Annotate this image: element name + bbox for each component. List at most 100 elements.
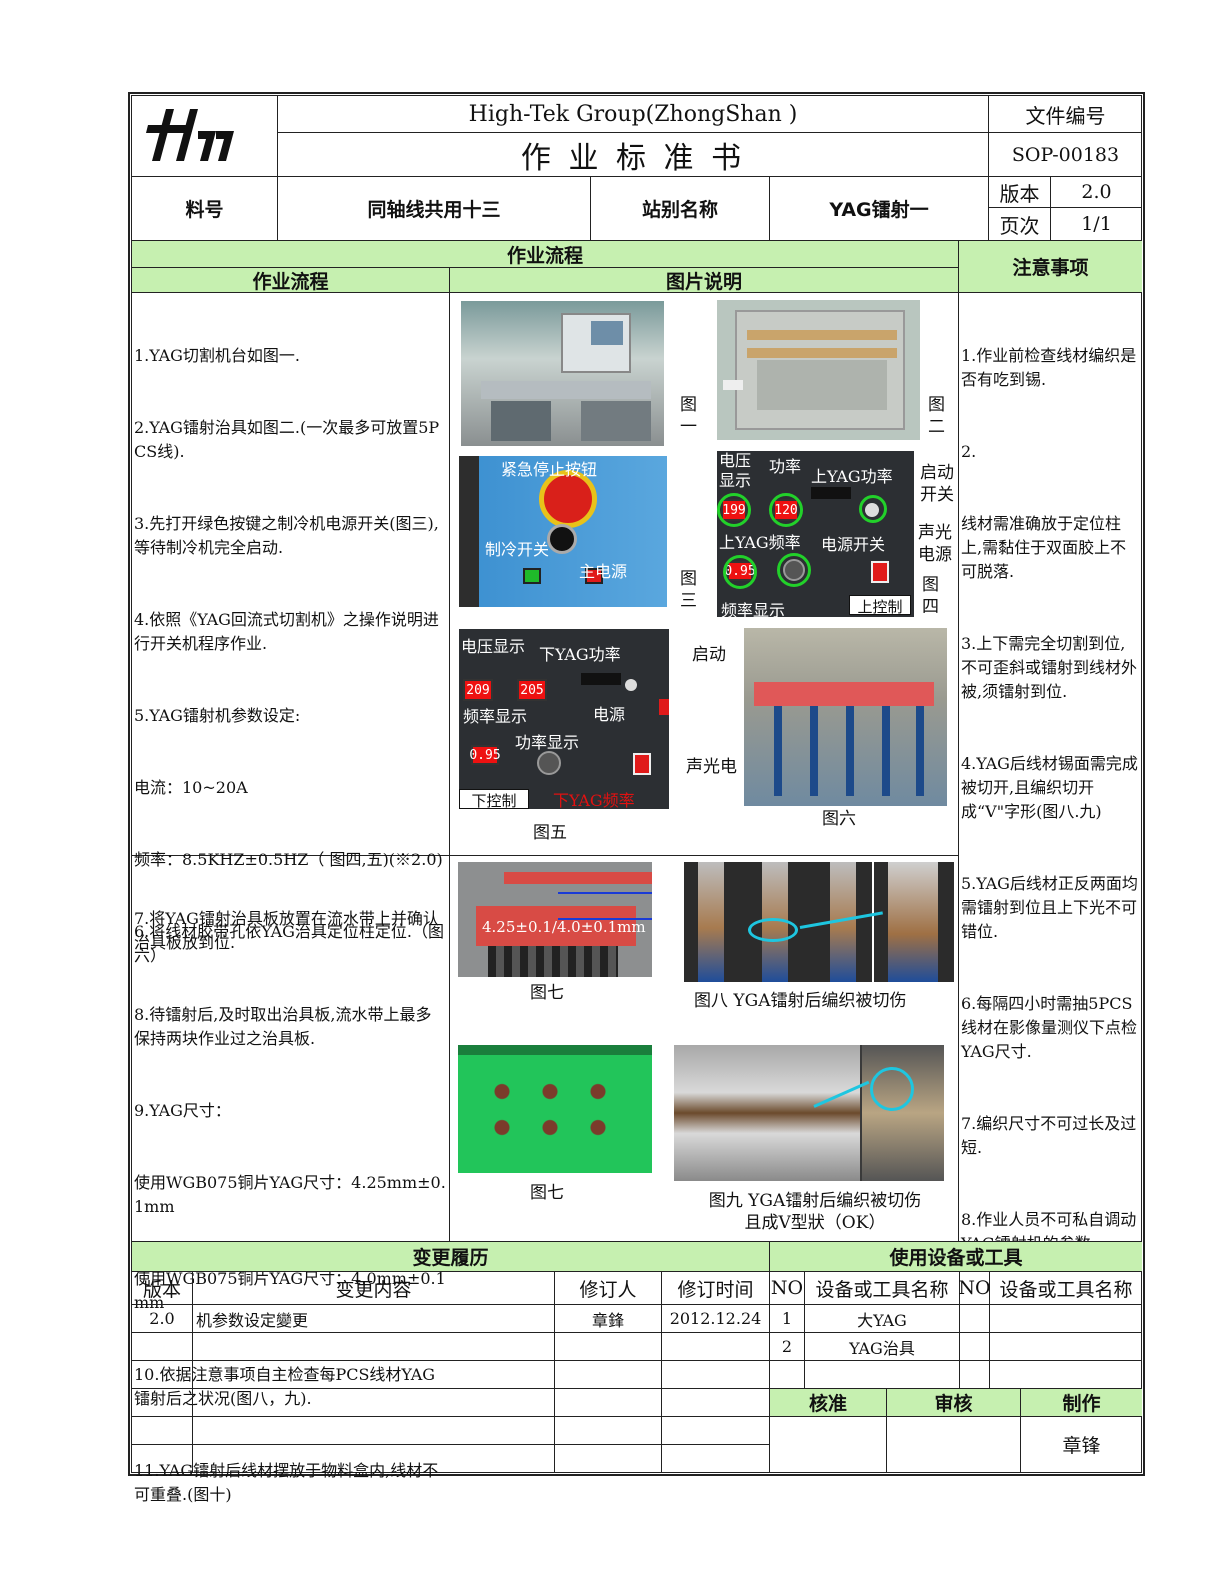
fig5-power-display-label: 功率显示 <box>515 733 580 752</box>
notes-title: 注意事项 <box>959 241 1142 292</box>
eq-row2-no: 2 <box>781 1337 793 1356</box>
eq-row1-no: 1 <box>781 1309 793 1328</box>
col-header-flow: 作业流程 <box>132 268 449 293</box>
step-line: 11.YAG镭射后线材摆放于物料盒内,线材不可重叠.(图十) <box>134 1461 439 1504</box>
fig5-power-label: 电源 <box>593 705 626 724</box>
fig4-freq-ring <box>723 555 757 589</box>
note-line: 1.作业前检查线材编织是否有吃到锡. <box>961 346 1137 389</box>
eq-header-no-2: NO <box>958 1277 991 1299</box>
fig8-microscope-photo <box>684 862 954 982</box>
step-line: 9.YAG尺寸： <box>134 1101 231 1120</box>
fig3-panel-photo: 紧急停止按钮 制冷开关 主电源 <box>459 456 667 607</box>
doc-title: 作 业 标 准 书 <box>520 140 746 176</box>
equipment-title: 使用设备或工具 <box>770 1242 1142 1271</box>
eq-header-name-1: 设备或工具名称 <box>815 1278 949 1301</box>
part-no: 同轴线共用十三 <box>367 199 501 221</box>
eq-header-name-2: 设备或工具名称 <box>999 1278 1133 1301</box>
fig9-microscope-photo <box>674 1045 944 1181</box>
notes-list: 1.作业前检查线材编织是否有吃到锡. 2. 线材需准确放于定位柱上,需黏住于双面… <box>961 296 1141 1280</box>
step-line: 10.依据注意事项自主检查每PCS线材YAG镭射后之状况(图八，九). <box>134 1365 436 1408</box>
fig5-voltage-label: 电压显示 <box>461 637 526 656</box>
step-line: 使用WGB075铜片YAG尺寸：4.25mm±0.1mm <box>134 1173 446 1216</box>
fig8-caption: 图八 YGA镭射后编织被切伤 <box>694 991 907 1011</box>
note-line: 7.编织尺寸不可过长及过短. <box>961 1114 1137 1157</box>
fig9-caption: 图九 YGA镭射后编织被切伤 且成V型狀（OK） <box>708 1191 922 1233</box>
page-inner-frame <box>131 95 1142 1473</box>
change-history-title: 变更履历 <box>132 1242 769 1271</box>
step-line: 7.将YAG镭射治具板放置在流水带上并确认治具板放到位. <box>134 909 439 952</box>
fig4-caption: 图 四 <box>922 575 939 617</box>
page-frame <box>128 92 1145 1476</box>
fig4-power-ring <box>769 493 803 527</box>
page-label: 页次 <box>999 213 1040 238</box>
fig5-voltage-display: 209 <box>463 679 493 701</box>
fig7a-dimension-photo: 4.25±0.1/4.0±0.1mm <box>458 862 652 977</box>
eq-row1-name: 大YAG <box>857 1310 907 1330</box>
fig1-machine-photo <box>461 301 664 446</box>
step-line: 使用WGB075铜片YAG尺寸：4.0mm±0.1mm <box>134 1269 446 1312</box>
note-line: 2. <box>961 442 977 461</box>
ch-header-reviser: 修订人 <box>579 1278 637 1301</box>
fig4-power-switch-label: 电源开关 <box>821 535 886 554</box>
eq-row2-name: YAG治具 <box>849 1338 915 1358</box>
fig6-caption: 图六 <box>822 809 856 829</box>
fig3-cooler-label: 制冷开关 <box>485 540 550 559</box>
fig4-voltage-label: 电压 显示 <box>719 451 752 490</box>
note-line: 线材需准确放于定位柱上,需黏住于双面胶上不可脱落. <box>961 514 1127 581</box>
page-value: 1/1 <box>1081 213 1112 235</box>
fig4-freq-display-label: 频率显示 <box>721 601 786 617</box>
step-line: 电流：10~20A <box>134 778 248 797</box>
fig4-start-switch-label: 启动 开关 <box>920 463 954 505</box>
fig5-freq-display: 0.95 <box>469 745 501 765</box>
step-line: 3.先打开绿色按键之制冷机电源开关(图三),等待制冷机完全启动. <box>134 514 439 557</box>
steps-part-a: 1.YAG切割机台如图一. 2.YAG镭射治具如图二.(一次最多可放置5PCS线… <box>134 296 446 992</box>
steps-part-b: 7.将YAG镭射治具板放置在流水带上并确认治具板放到位. 8.待镭射后,及时取出… <box>134 859 446 1531</box>
fig2-caption: 图 二 <box>928 395 945 437</box>
fig5-power-display: 205 <box>517 679 547 701</box>
part-no-label: 料号 <box>185 199 224 221</box>
fig4-yag-power-ring <box>859 495 887 523</box>
step-line: 4.依照《YAG回流式切割机》之操作说明进行开关机程序作业. <box>134 610 439 653</box>
ch-row1-version: 2.0 <box>149 1309 175 1328</box>
fig5-lower-control-photo: 209 205 0.95 电压显示 下YAG功率 频率显示 电源 功率显示 下控… <box>459 629 669 809</box>
ch-row1-content: 机参数设定變更 <box>196 1310 309 1330</box>
make-label: 制作 <box>1021 1389 1142 1416</box>
eq-header-no-1: NO <box>770 1277 804 1299</box>
fig5-sound-light-label: 声光电 <box>686 757 737 777</box>
approve-label: 核准 <box>770 1389 886 1416</box>
fig4-upper-yag-freq-label: 上YAG频率 <box>719 533 801 552</box>
review-value <box>887 1417 1020 1472</box>
step-line: 8.待镭射后,及时取出治具板,流水带上最多保持两块作业过之治具板. <box>134 1005 432 1048</box>
fig7b-caption: 图七 <box>530 1183 564 1203</box>
fig3-caption: 图 三 <box>680 569 697 611</box>
station-name: YAG镭射一 <box>829 199 929 221</box>
fig3-estop-label: 紧急停止按钮 <box>501 460 598 479</box>
step-line: 频率：8.5KHZ±0.5HZ（ 图四,五)(※2.0) <box>134 850 443 869</box>
company-logo <box>142 103 242 165</box>
note-line: 5.YAG后线材正反两面均需镭射到位且上下光不可错位. <box>961 874 1138 941</box>
fig2-fixture-photo <box>717 300 920 440</box>
fig7-dimension-label: 4.25±0.1/4.0±0.1mm <box>482 918 646 936</box>
version-label: 版本 <box>999 181 1040 206</box>
fig4-sound-light-power-label: 声光 电源 <box>918 523 952 565</box>
fig3-main-power-label: 主电源 <box>579 562 628 581</box>
fig1-caption: 图 一 <box>680 395 697 437</box>
step-line: 6.将线材胶带孔依YAG治具定位柱定位.（图六） <box>134 922 445 965</box>
ch-row1-reviser: 章鋒 <box>591 1310 624 1330</box>
fig4-freq-knob-ring <box>777 553 811 587</box>
ch-row1-date: 2012.12.24 <box>669 1309 762 1328</box>
fig4-upper-control-photo: 199 120 0.95 电压 显示 功率 上YAG功率 上YAG频率 电源开关… <box>717 451 914 617</box>
doc-no-label: 文件编号 <box>1025 103 1106 128</box>
fig5-lower-control-tag: 下控制 <box>459 789 529 809</box>
step-line: 1.YAG切割机台如图一. <box>134 346 301 365</box>
make-value: 章锋 <box>1062 1435 1101 1457</box>
company-name: High-Tek Group(ZhongShan ) <box>468 101 798 127</box>
section-title-process: 作业流程 <box>132 241 958 267</box>
fig5-start-label: 启动 <box>692 645 726 665</box>
fig4-power-label: 功率 <box>769 457 802 476</box>
step-line: 2.YAG镭射治具如图二.(一次最多可放置5PCS线). <box>134 418 440 461</box>
review-label: 审核 <box>887 1389 1020 1416</box>
ch-header-date: 修订时间 <box>677 1278 754 1301</box>
fig5-lower-yag-power-label: 下YAG功率 <box>539 645 621 664</box>
approve-value <box>770 1417 886 1472</box>
